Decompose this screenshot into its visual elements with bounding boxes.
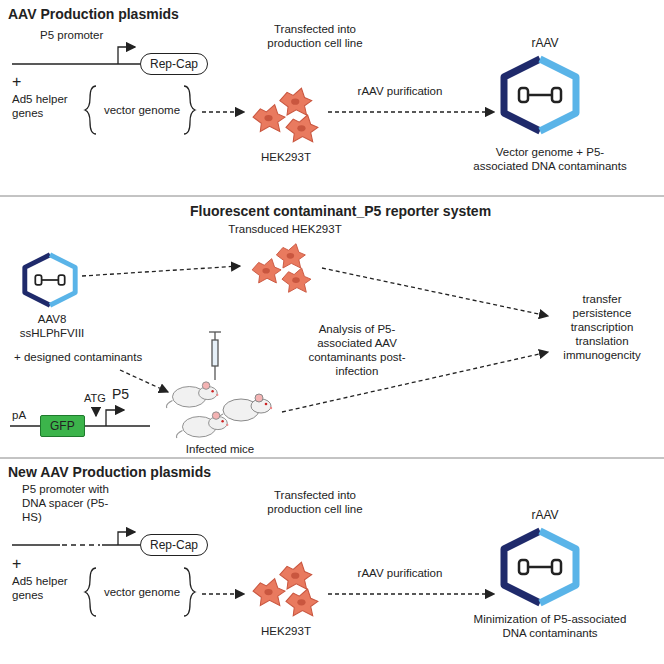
annotation-label: pA	[12, 408, 36, 422]
annotation-label: HEK293T	[240, 624, 332, 638]
panel-title: AAV Production plasmids	[8, 6, 328, 23]
gfp-box: GFP	[40, 415, 85, 437]
annotation-label: Minimization of P5-associated DNA contam…	[470, 612, 630, 640]
annotation-label: rAAV purification	[335, 566, 465, 580]
box-text: Rep-Cap	[150, 538, 198, 552]
annotation-label: Analysis of P5-associated AAV contaminan…	[292, 322, 422, 378]
annotation-label: AAV8 ssHLPhFVIII	[8, 312, 96, 340]
annotation-label: Transduced HEK293T	[210, 222, 360, 236]
annotation-label: Ad5 helper genes	[12, 92, 84, 120]
annotation-label: +	[12, 554, 32, 574]
annotation-label: Infected mice	[165, 442, 275, 456]
annotation-label: Transfected into production cell line	[252, 488, 378, 516]
gene-box: Rep-Cap	[140, 534, 208, 556]
annotation-label: Ad5 helper genes	[12, 574, 84, 602]
gene-box: Rep-Cap	[140, 53, 208, 75]
annotation-label: + designed contaminants	[14, 350, 184, 364]
panel-title: Fluorescent contaminant_P5 reporter syst…	[190, 203, 510, 220]
annotation-label: HEK293T	[240, 150, 332, 164]
box-text: Rep-Cap	[150, 57, 198, 71]
annotation-label: Transfected into production cell line	[252, 22, 378, 50]
annotation-label: vector genome	[100, 585, 184, 599]
annotation-label: rAAV purification	[335, 84, 465, 98]
annotation-label: P5	[112, 386, 142, 403]
annotation-label: ATG	[84, 392, 114, 405]
box-text: GFP	[50, 419, 75, 433]
annotation-label: rAAV	[520, 36, 570, 51]
annotation-label: rAAV	[520, 508, 570, 523]
annotation-label: vector genome	[100, 103, 184, 117]
annotation-label: P5 promoter	[40, 28, 120, 42]
annotation-label: P5 promoter with DNA spacer (P5-HS)	[22, 482, 118, 524]
annotation-label: transfer persistence transcription trans…	[556, 292, 648, 362]
annotation-label: +	[12, 72, 32, 92]
panel-title: New AAV Production plasmids	[8, 464, 328, 481]
annotation-label: Vector genome + P5-associated DNA contam…	[470, 145, 630, 173]
